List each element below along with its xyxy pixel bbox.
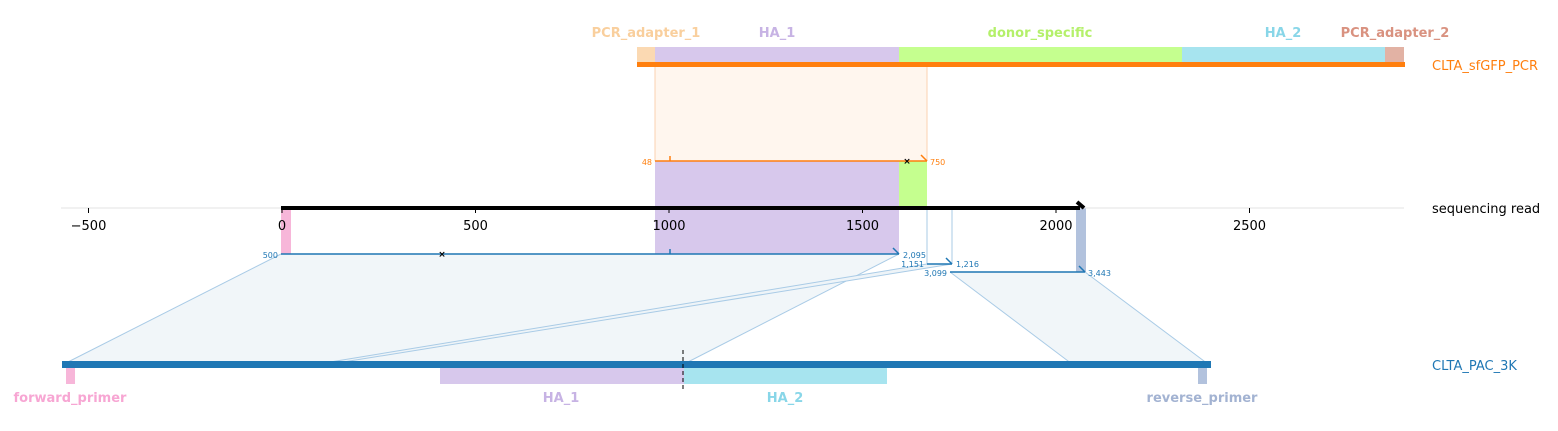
target-feature-ha-2 xyxy=(684,368,887,384)
target-feature-ha-1 xyxy=(440,368,684,384)
track-name-target: CLTA_PAC_3K xyxy=(1432,359,1517,374)
ref-align-end-label: 750 xyxy=(930,158,945,167)
read-reverse-primer-region xyxy=(1076,208,1086,272)
target3-start-label: 3,099 xyxy=(924,269,947,278)
reference-alignment: × 48 750 xyxy=(642,154,945,167)
ref-label-pcr-adapter-1: PCR_adapter_1 xyxy=(592,26,701,41)
target-label-forward-primer: forward_primer xyxy=(14,391,128,406)
ref-feature-donor-specific xyxy=(899,47,1182,63)
target-feature-reverse-primer xyxy=(1198,368,1207,384)
target1-end-label: 2,095 xyxy=(903,251,926,260)
axis-tick-label: 1000 xyxy=(652,219,685,234)
target2-end-label: 1,216 xyxy=(956,260,979,269)
axis-tick-label: 500 xyxy=(463,219,488,234)
ref-feature-ha-2 xyxy=(1182,47,1385,63)
target-feature-forward-primer xyxy=(66,368,75,384)
ref-label-ha-1: HA_1 xyxy=(759,26,796,41)
axis-tick-label: 0 xyxy=(278,219,286,234)
axis-ticks: −500 0 500 1000 1500 2000 2500 xyxy=(71,208,1266,234)
axis-tick-label: −500 xyxy=(71,219,107,234)
target-label-ha-1: HA_1 xyxy=(543,391,580,406)
ref-feature-pcr-adapter-2 xyxy=(1385,47,1404,63)
axis-tick-label: 2000 xyxy=(1039,219,1072,234)
ref-feature-ha-1 xyxy=(655,47,899,63)
axis-tick-label: 2500 xyxy=(1233,219,1266,234)
track-name-reference: CLTA_sfGFP_PCR xyxy=(1432,59,1538,74)
axis-tick-label: 1500 xyxy=(846,219,879,234)
target3-end-label: 3,443 xyxy=(1088,269,1111,278)
track-names: CLTA_sfGFP_PCR sequencing read CLTA_PAC_… xyxy=(1432,59,1540,374)
target-alignment-shade-1 xyxy=(64,254,899,364)
target-alignment-shade-2 xyxy=(318,264,952,364)
ref-align-start-label: 48 xyxy=(642,158,652,167)
target-alignment-shade-3 xyxy=(950,272,1208,364)
ref-x-mark: × xyxy=(903,157,911,167)
target2-start-label: 1,151 xyxy=(901,260,924,269)
track-name-read: sequencing read xyxy=(1432,202,1540,217)
reference-alignment-shade xyxy=(655,65,927,161)
ref-feature-pcr-adapter-1 xyxy=(637,47,655,63)
target-x-mark: × xyxy=(438,250,446,260)
ref-label-pcr-adapter-2: PCR_adapter_2 xyxy=(1341,26,1450,41)
target-sequence-bar xyxy=(62,361,1211,368)
read-forward-primer-region xyxy=(281,208,291,254)
target-alignments: × 500 2,095 1,151 1,216 3,099 3,443 xyxy=(263,247,1111,278)
reference-sequence-bar xyxy=(637,62,1405,67)
target-label-ha-2: HA_2 xyxy=(767,391,804,406)
read-donor-specific-region xyxy=(899,161,927,208)
target-track: forward_primer HA_1 HA_2 reverse_primer xyxy=(14,350,1259,406)
target-label-reverse-primer: reverse_primer xyxy=(1147,391,1259,406)
reference-track: PCR_adapter_1 HA_1 donor_specific HA_2 P… xyxy=(592,26,1450,67)
read-axis: −500 0 500 1000 1500 2000 2500 xyxy=(61,200,1404,234)
ref-label-ha-2: HA_2 xyxy=(1265,26,1302,41)
alignment-shading xyxy=(63,65,1209,365)
target1-start-label: 500 xyxy=(263,251,278,260)
sequencing-read-arrowhead xyxy=(1075,200,1086,210)
ref-label-donor-specific: donor_specific xyxy=(988,26,1093,41)
